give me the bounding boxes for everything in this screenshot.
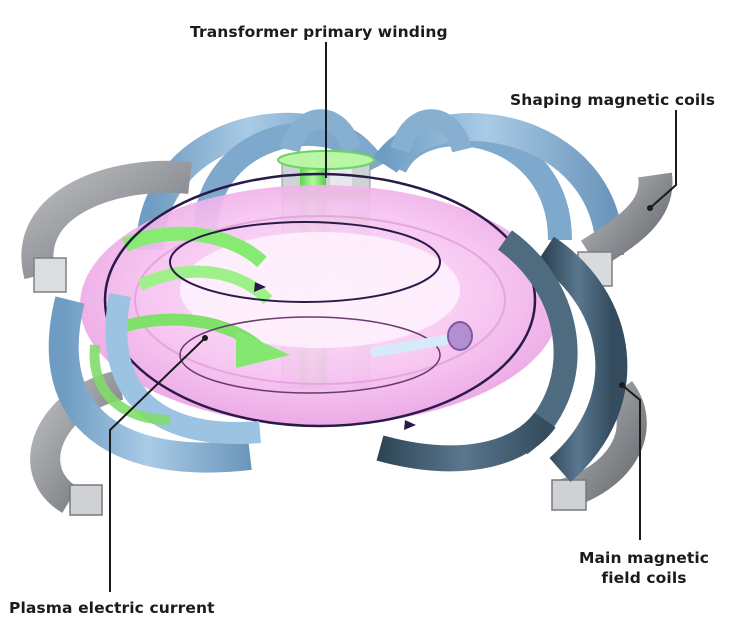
back-coils — [136, 109, 624, 256]
label-transformer-primary-winding: Transformer primary winding — [190, 23, 448, 41]
poloidal-field-arrows — [110, 226, 290, 368]
label-shaping-magnetic-coils: Shaping magnetic coils — [510, 91, 716, 109]
leader-plasma — [109, 337, 206, 592]
plasma-current-lines — [103, 172, 537, 430]
leader-shaping — [649, 110, 677, 209]
main-magnetic-field-coils — [48, 230, 628, 483]
toroidal-field-arrow — [370, 321, 473, 357]
label-main-line2: field coils — [601, 569, 687, 587]
label-main-line1: Main magnetic — [578, 549, 710, 567]
label-main-magnetic-field-coils: Main magnetic field coils — [570, 548, 718, 588]
shaping-magnetic-coils — [21, 160, 673, 516]
leader-lines — [109, 42, 677, 592]
leader-main — [621, 384, 641, 540]
label-plasma-electric-current: Plasma electric current — [9, 599, 215, 617]
